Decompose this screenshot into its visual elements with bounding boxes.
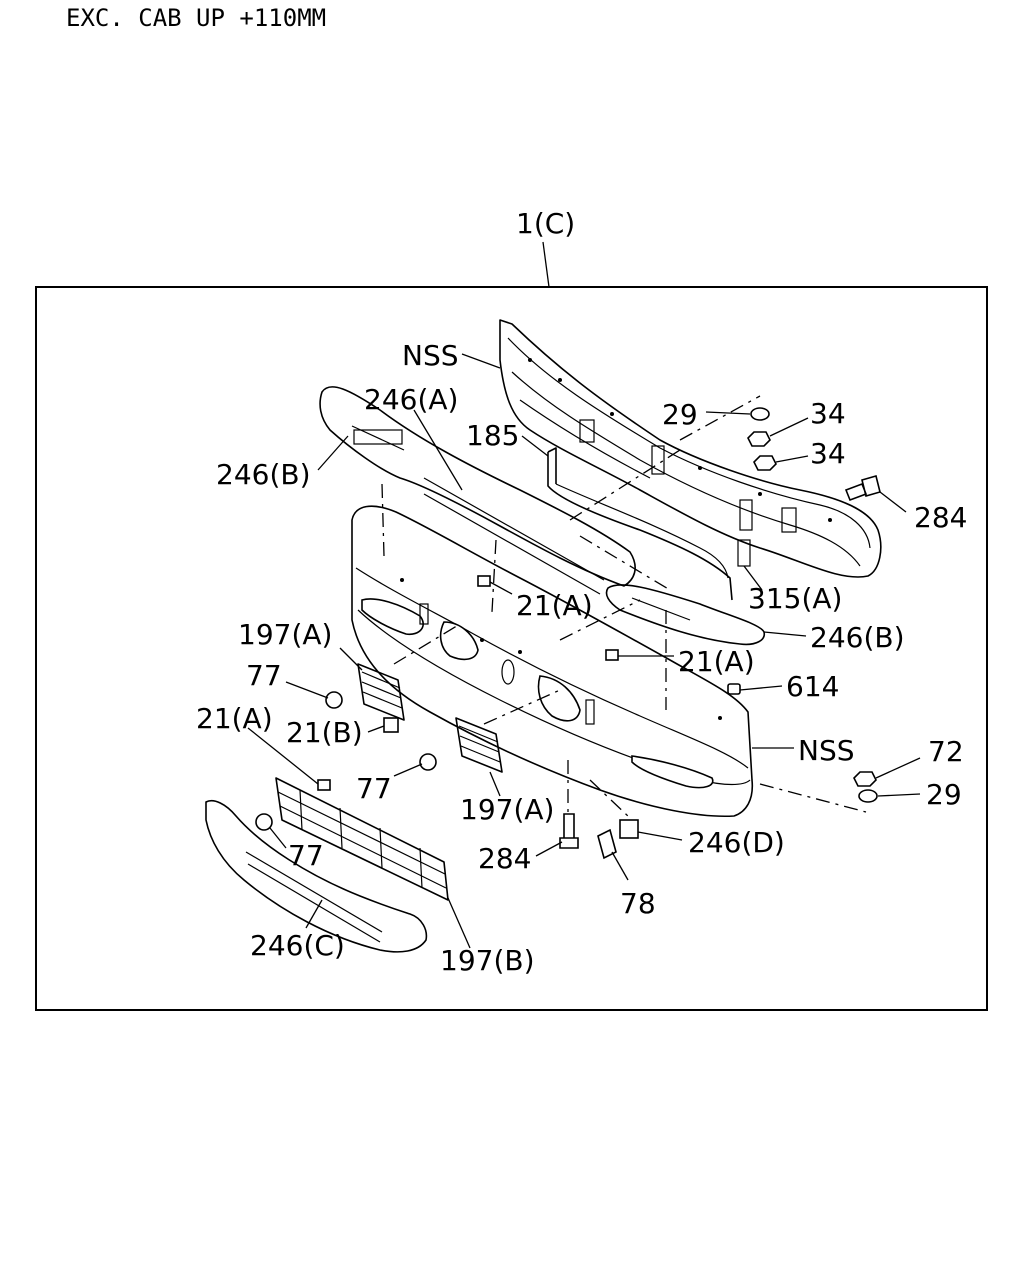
callout-21b: 21(B)	[286, 716, 363, 749]
washer-29-bottom	[858, 789, 878, 803]
screw-77-middle	[419, 753, 437, 771]
lower-grille-197b	[275, 777, 449, 901]
callout-77-upper: 77	[246, 659, 282, 692]
lower-valance-246c	[205, 800, 428, 953]
callout-284-bottom: 284	[478, 842, 531, 875]
callout-72: 72	[928, 735, 964, 768]
callout-185: 185	[466, 419, 519, 452]
callout-315a: 315(A)	[748, 582, 842, 615]
clip-21a-lower	[317, 779, 331, 791]
callout-614: 614	[786, 670, 839, 703]
callout-246b-left: 246(B)	[216, 458, 311, 491]
assembly-leader	[542, 241, 550, 288]
bolt-284-right	[844, 475, 881, 502]
bolt-284-bottom	[559, 813, 579, 849]
callout-29-bottom: 29	[926, 778, 962, 811]
callout-246a: 246(A)	[364, 383, 458, 416]
nut-72	[853, 771, 877, 787]
clip-21a-right	[605, 649, 619, 661]
clip-21b	[383, 717, 399, 733]
washer-29-top	[750, 407, 770, 421]
callout-nss-bumper: NSS	[798, 734, 855, 767]
callout-77-lower: 77	[288, 839, 324, 872]
upper-center-grille	[319, 386, 636, 595]
wire-bracket-185	[547, 447, 733, 601]
right-corner-grille	[605, 584, 765, 646]
callout-21a-lower: 21(A)	[196, 702, 273, 735]
nut-78	[597, 828, 617, 860]
screw-77-lower	[255, 813, 273, 831]
callout-246d: 246(D)	[688, 826, 785, 859]
callout-246b-right: 246(B)	[810, 621, 905, 654]
alignment-lines	[381, 395, 867, 819]
callout-34-a: 34	[810, 397, 846, 430]
callout-29-top: 29	[662, 398, 698, 431]
main-bumper-body	[351, 505, 754, 818]
screw-77-upper	[325, 691, 343, 709]
clip-246d	[619, 819, 639, 839]
callout-197b: 197(B)	[440, 944, 535, 977]
callout-34-b: 34	[810, 437, 846, 470]
upper-reinforcement-bracket	[499, 319, 882, 578]
wire-bracket-185-inner	[555, 483, 729, 579]
callout-246c: 246(C)	[250, 929, 345, 962]
assembly-callout: 1(C)	[516, 207, 575, 240]
callout-78: 78	[620, 887, 656, 920]
assembly-frame	[35, 286, 988, 1011]
callout-197a-left: 197(A)	[238, 618, 332, 651]
fasteners	[255, 407, 881, 860]
nut-34-a	[747, 431, 771, 447]
plug-614	[727, 683, 741, 695]
clip-21a-center	[477, 575, 491, 587]
callout-nss-top: NSS	[402, 339, 459, 372]
nut-34-b	[753, 455, 777, 471]
header-note: EXC. CAB UP +110MM	[66, 4, 326, 32]
grille-insert-197a-left	[357, 663, 405, 721]
leader-lines	[247, 353, 921, 949]
callout-197a-lower: 197(A)	[460, 793, 554, 826]
callout-77-middle: 77	[356, 772, 392, 805]
grille-insert-197a-lower	[455, 717, 503, 773]
callout-284-right: 284	[914, 501, 967, 534]
callout-21a-right: 21(A)	[678, 645, 755, 678]
callout-labels: NSS 246(A) 246(B) 185 29 34 34 284 21(A)…	[196, 339, 967, 977]
right-corner-grille-slots	[631, 597, 691, 621]
callout-21a-center: 21(A)	[516, 589, 593, 622]
